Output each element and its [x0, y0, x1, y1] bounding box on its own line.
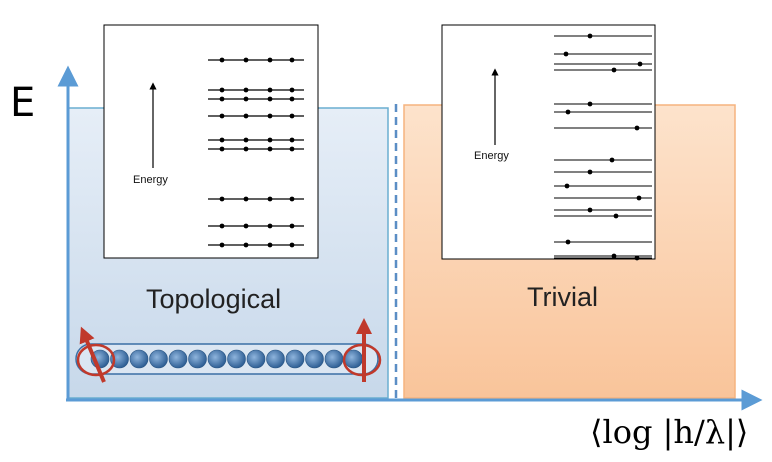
chain-bead [246, 349, 266, 369]
trivial-spectrum-inset [441, 24, 656, 261]
level-dot [267, 96, 273, 102]
level-dot [289, 223, 295, 229]
level-dot [634, 125, 640, 131]
topological-spectrum-inset [103, 24, 319, 259]
level-dot [613, 213, 619, 219]
level-dot [289, 146, 295, 152]
level-dot [289, 96, 295, 102]
level-dot [219, 242, 225, 248]
level-dot [219, 196, 225, 202]
level-dot [219, 57, 225, 63]
level-dot [587, 169, 593, 175]
level-dot [637, 61, 643, 67]
y-axis-label: E [10, 80, 36, 126]
spin-chain [75, 318, 382, 383]
level-dot [267, 196, 273, 202]
level-dot [243, 87, 249, 93]
level-dot [243, 242, 249, 248]
level-dot [243, 196, 249, 202]
trivial-label: Trivial [527, 282, 598, 312]
chain-bead [305, 349, 324, 369]
level-dot [587, 207, 593, 213]
chain-bead [227, 349, 246, 369]
level-dot [587, 33, 593, 39]
level-dot [565, 109, 571, 115]
level-dot [219, 146, 225, 152]
right-inset-energy-label: Energy [474, 150, 509, 162]
level-dot [611, 67, 617, 73]
left-edge-spin-arrow [79, 326, 106, 383]
level-dot [289, 87, 295, 93]
level-dot [289, 137, 295, 143]
level-dot [587, 101, 593, 107]
level-dot [289, 242, 295, 248]
chain-bead [207, 349, 227, 369]
level-dot [267, 87, 273, 93]
level-dot [219, 87, 225, 93]
level-dot [565, 239, 571, 245]
trivial-energy-levels [554, 33, 652, 261]
left-edge-ring [76, 343, 116, 377]
chain-bead [188, 349, 207, 369]
chain-bead [285, 349, 305, 369]
x-axis-label: ⟨log |h/λ|⟩ [590, 413, 749, 451]
level-dot [267, 242, 273, 248]
level-dot [267, 223, 273, 229]
level-dot [289, 113, 295, 119]
level-dot [243, 146, 249, 152]
level-dot [611, 253, 617, 259]
chain-bead [129, 349, 149, 369]
level-dot [267, 57, 273, 63]
level-dot [634, 255, 640, 261]
level-dot [219, 113, 225, 119]
topological-energy-levels [208, 57, 304, 248]
chain-bead [110, 349, 129, 369]
level-dot [243, 137, 249, 143]
left-inset-energy-label: Energy [133, 174, 168, 186]
level-dot [289, 57, 295, 63]
level-dot [636, 195, 642, 201]
level-dot [563, 51, 569, 57]
level-dot [219, 137, 225, 143]
level-dot [267, 113, 273, 119]
chain-bead [168, 349, 188, 369]
level-dot [243, 113, 249, 119]
chain-bead [324, 349, 344, 369]
chain-beads [90, 349, 363, 369]
level-dot [243, 223, 249, 229]
level-dot [243, 57, 249, 63]
level-dot [289, 196, 295, 202]
level-dot [243, 96, 249, 102]
topological-label: Topological [146, 284, 282, 314]
level-dot [267, 146, 273, 152]
chain-bead [149, 349, 168, 369]
level-dot [609, 157, 615, 163]
level-dot [219, 96, 225, 102]
chain-bead [266, 349, 285, 369]
level-dot [219, 223, 225, 229]
level-dot [564, 183, 570, 189]
level-dot [267, 137, 273, 143]
